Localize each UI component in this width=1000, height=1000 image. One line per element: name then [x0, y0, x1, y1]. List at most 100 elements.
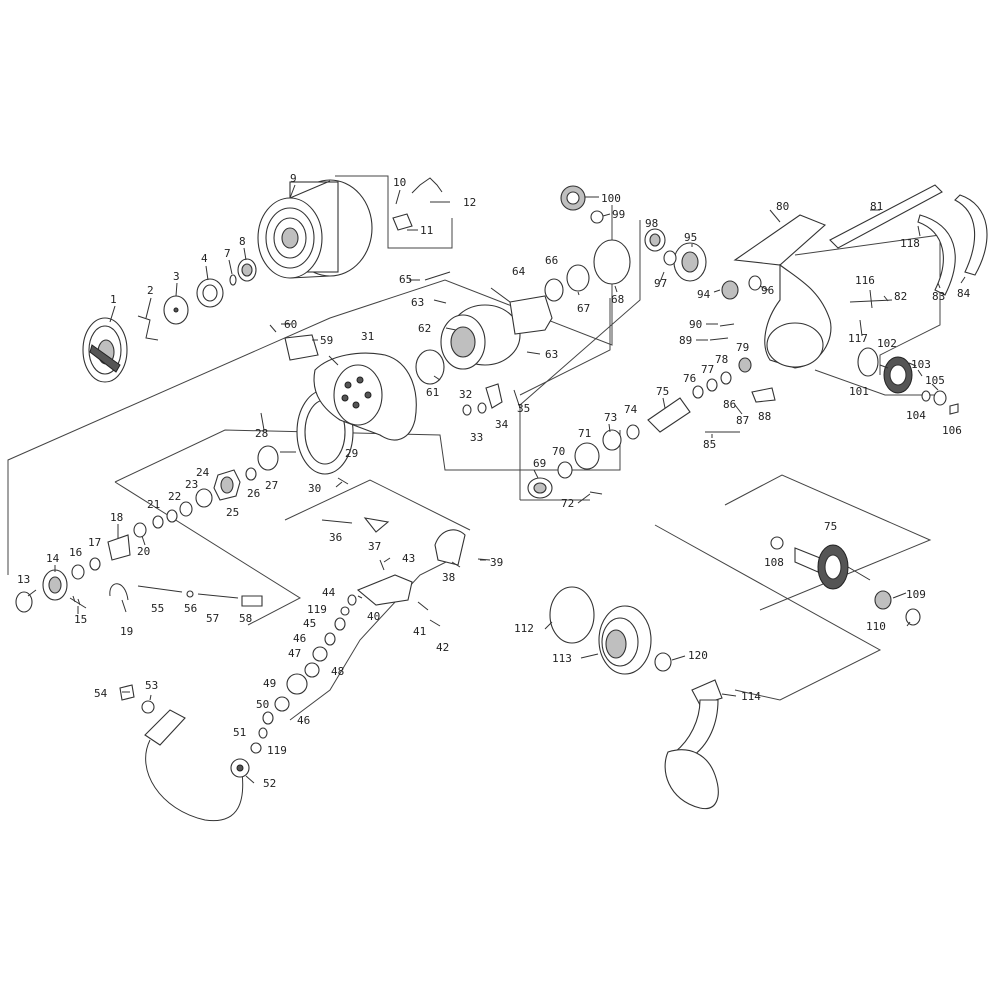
label-28: 28	[255, 427, 268, 440]
part-52-bail-wire	[145, 739, 250, 822]
label-62: 62	[418, 322, 431, 335]
part-90-pin	[719, 323, 735, 327]
part-34-clip	[485, 383, 503, 409]
label-58: 58	[239, 612, 252, 625]
label-13: 13	[17, 573, 30, 586]
part-58-cap	[241, 595, 263, 607]
part-94-bearing	[721, 280, 739, 300]
label-50: 50	[256, 698, 269, 711]
label-84: 84	[957, 287, 971, 300]
label-21: 21	[147, 498, 160, 511]
part-114-handle	[664, 679, 723, 810]
label-85: 85	[703, 438, 716, 451]
label-81: 81	[870, 200, 883, 213]
label-11: 11	[420, 224, 433, 237]
label-57: 57	[206, 612, 219, 625]
part-97-ring	[663, 250, 677, 266]
bail-group	[119, 324, 491, 822]
part-23-ring	[179, 501, 193, 517]
part-71-ring	[574, 442, 600, 470]
label-78: 78	[715, 353, 728, 366]
part-72-screw	[589, 491, 603, 495]
part-70-ring	[557, 461, 573, 479]
part-13-washer	[15, 591, 33, 613]
part-27-washer	[257, 445, 279, 471]
rotor-group	[313, 352, 521, 441]
part-84-cover	[954, 194, 988, 276]
part-118-pin	[917, 225, 921, 237]
label-25: 25	[226, 506, 239, 519]
part-41-screw	[417, 601, 429, 611]
label-75b: 75	[824, 520, 837, 533]
part-74-ring	[626, 424, 640, 440]
label-99: 99	[612, 208, 625, 221]
part-62-housing	[440, 304, 521, 370]
label-22: 22	[168, 490, 181, 503]
part-68-ring	[593, 239, 631, 285]
part-53-bail-holder	[144, 709, 186, 746]
label-10: 10	[393, 176, 406, 189]
label-69: 69	[533, 457, 546, 470]
part-105-bearing	[933, 390, 947, 406]
label-24: 24	[196, 466, 210, 479]
part-43-screw	[379, 559, 385, 571]
part-47-ring	[312, 646, 328, 662]
callouts	[27, 184, 966, 784]
part-61-washer	[415, 349, 445, 385]
label-46b: 46	[297, 714, 310, 727]
label-64: 64	[512, 265, 526, 278]
label-1: 1	[110, 293, 117, 306]
part-117-pin	[859, 319, 863, 337]
part-28-screw	[260, 412, 265, 431]
part-17-ring	[89, 557, 101, 571]
part-11-clip	[392, 213, 413, 231]
label-94: 94	[697, 288, 711, 301]
label-44: 44	[322, 586, 336, 599]
label-72: 72	[561, 497, 574, 510]
label-38: 38	[442, 571, 455, 584]
label-26: 26	[247, 487, 260, 500]
part-76-ring	[692, 385, 704, 399]
part-53b-ring	[141, 700, 155, 714]
label-97: 97	[654, 277, 667, 290]
part-48-ring	[304, 662, 320, 678]
label-88: 88	[758, 410, 771, 423]
label-119b: 119	[267, 744, 287, 757]
part-2-clip	[137, 315, 159, 341]
drive-gear-group	[549, 225, 959, 810]
label-15: 15	[74, 613, 87, 626]
part-32-ring	[462, 404, 472, 416]
label-80: 80	[776, 200, 789, 213]
part-60-screw	[269, 324, 277, 333]
label-9: 9	[290, 172, 297, 185]
part-22-ring	[166, 509, 178, 523]
label-55: 55	[151, 602, 164, 615]
label-82: 82	[894, 290, 907, 303]
part-102-gear	[883, 356, 913, 394]
label-118: 118	[900, 237, 920, 250]
part-98-bearing	[644, 228, 666, 252]
part-24-bearing	[195, 488, 213, 508]
label-68: 68	[611, 293, 624, 306]
part-38-arm	[434, 529, 466, 566]
label-12: 12	[463, 196, 476, 209]
part-31-rotor	[313, 352, 417, 441]
part-110-washer	[905, 608, 921, 626]
part-50-ring	[274, 696, 290, 712]
part-40-bail-arm	[356, 574, 413, 606]
part-120-collar	[654, 652, 672, 672]
label-119a: 119	[307, 603, 327, 616]
part-83-cover	[917, 214, 956, 296]
body-group	[560, 184, 988, 433]
label-90: 90	[689, 318, 702, 331]
label-16: 16	[69, 546, 82, 559]
label-35: 35	[517, 402, 530, 415]
label-30: 30	[308, 482, 321, 495]
label-65: 65	[399, 273, 412, 286]
label-98: 98	[645, 217, 658, 230]
oscillation-group	[15, 389, 354, 613]
label-114: 114	[741, 690, 761, 703]
label-54: 54	[94, 687, 108, 700]
label-100: 100	[601, 192, 621, 205]
